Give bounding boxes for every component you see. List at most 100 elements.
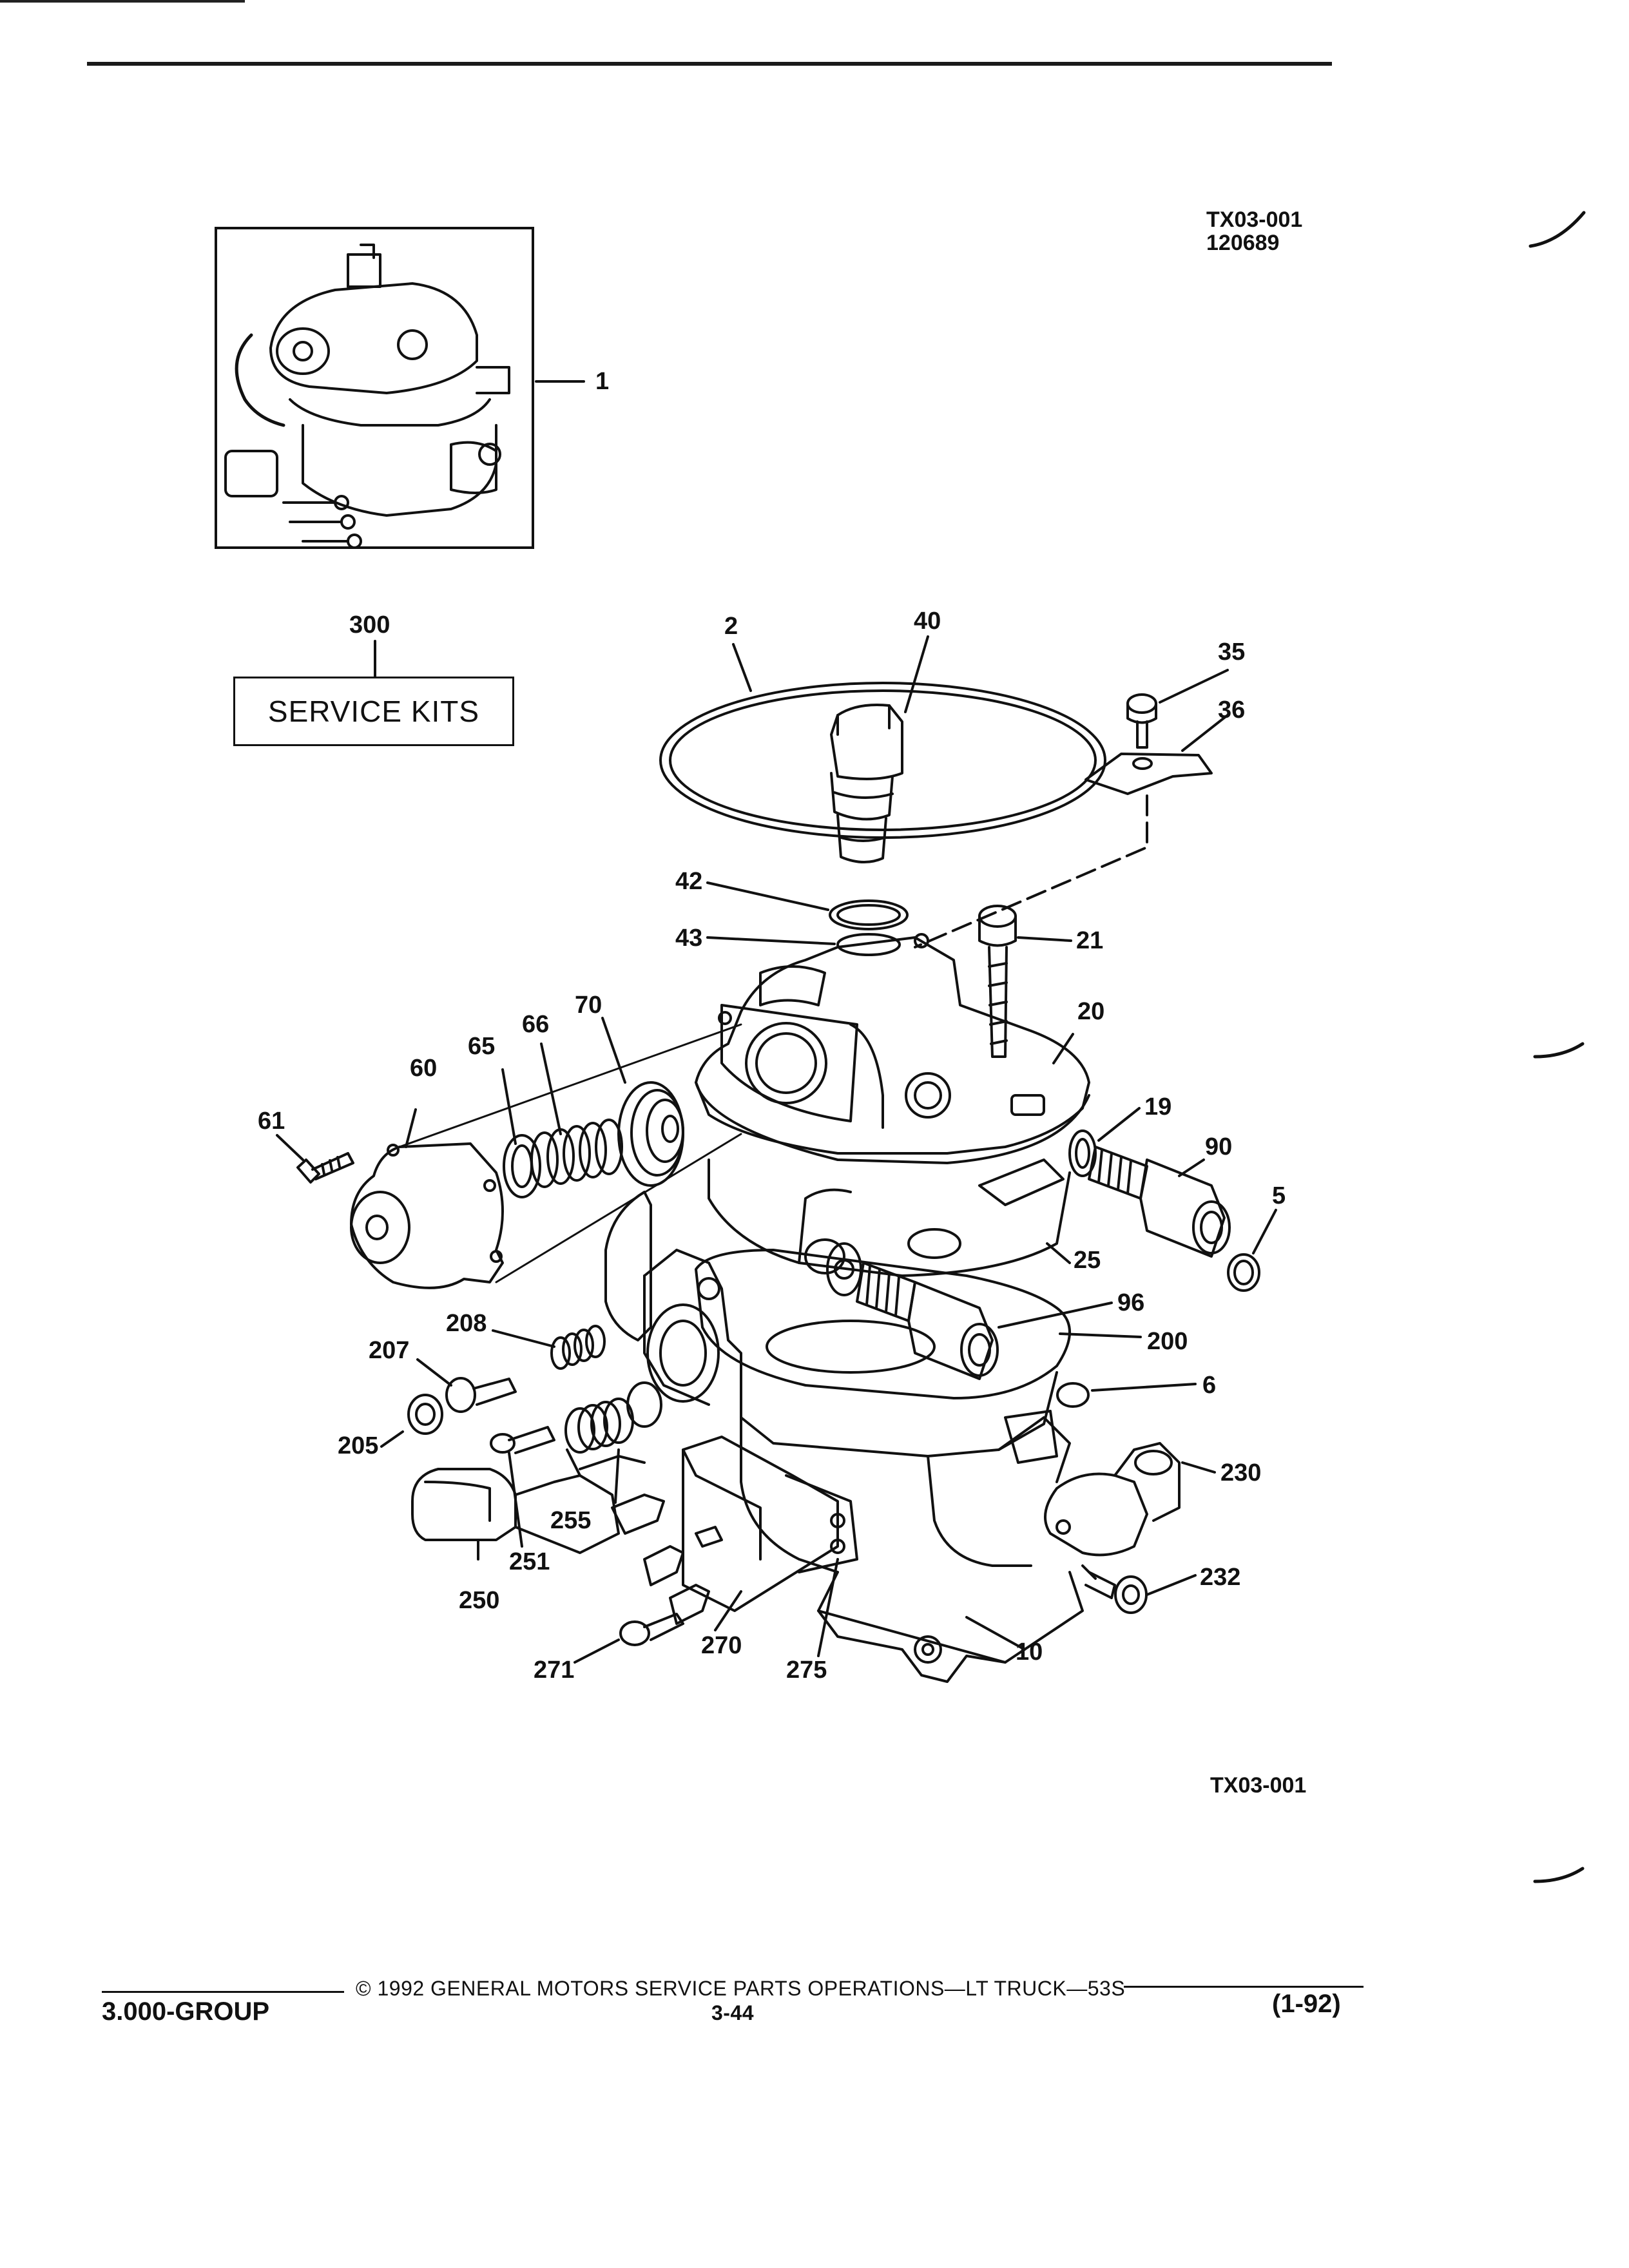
screw-21 — [978, 905, 1017, 1058]
leader-208 — [492, 1329, 555, 1348]
fuel-injector-40 — [830, 704, 903, 864]
callout-10: 10 — [1016, 1639, 1043, 1666]
top-left-edge-rule — [0, 0, 245, 3]
callout-43: 43 — [675, 925, 703, 952]
o-ring-42 — [829, 899, 909, 930]
callout-21: 21 — [1076, 927, 1104, 954]
gasket-200 — [695, 1249, 1071, 1399]
throttle-position-sensor-230 — [1044, 1442, 1181, 1557]
callout-20: 20 — [1077, 998, 1105, 1025]
header-rule — [87, 62, 1332, 66]
leader-230 — [1181, 1461, 1216, 1474]
screw-61 — [296, 1152, 354, 1184]
callout-230: 230 — [1220, 1459, 1262, 1486]
callout-5: 5 — [1272, 1182, 1286, 1209]
leader-96 — [998, 1302, 1113, 1329]
leader-42 — [706, 881, 829, 911]
callout-90: 90 — [1205, 1133, 1233, 1160]
leader-270 — [714, 1590, 742, 1631]
fuel-body-25 — [708, 1158, 1071, 1277]
callout-275: 275 — [786, 1657, 827, 1684]
callout-208: 208 — [446, 1310, 487, 1337]
callout-25: 25 — [1074, 1247, 1101, 1274]
callout-200: 200 — [1147, 1328, 1188, 1355]
callout-6: 6 — [1202, 1372, 1217, 1399]
leader-90 — [1178, 1158, 1205, 1177]
leader-6 — [1091, 1383, 1197, 1392]
regulator-cover-60 — [350, 1142, 504, 1289]
leader-200 — [1059, 1332, 1142, 1338]
callout-271: 271 — [534, 1657, 575, 1684]
callout-205: 205 — [338, 1432, 379, 1459]
inlet-fitting-90 — [1088, 1146, 1231, 1258]
leader-20 — [1052, 1033, 1074, 1064]
leader-21 — [1017, 936, 1072, 942]
thumbnail-assembly-drawing — [224, 244, 510, 549]
callout-35: 35 — [1218, 639, 1246, 666]
leader-19 — [1097, 1107, 1141, 1142]
leader-60 — [405, 1108, 417, 1148]
leader-35 — [1159, 669, 1229, 704]
margin-mark-2 — [1533, 1042, 1585, 1059]
footer-group: 3.000-GROUP — [102, 1997, 270, 2026]
leader-10 — [965, 1616, 1026, 1651]
leader-255 — [614, 1448, 620, 1504]
figure-date: 120689 — [1206, 231, 1280, 255]
iac-valve-250 — [411, 1448, 646, 1554]
leader-271 — [574, 1639, 620, 1664]
service-kits-box: SERVICE KITS — [233, 677, 514, 746]
callout-232: 232 — [1200, 1564, 1241, 1591]
dash-line-36 — [914, 794, 1148, 948]
leader-40 — [904, 635, 929, 713]
service-kits-number: 300 — [349, 611, 390, 639]
figure-code: TX03-001 — [1206, 207, 1303, 232]
screw-232 — [1081, 1564, 1148, 1614]
tube-module-270 — [611, 1436, 839, 1625]
callout-270: 270 — [701, 1632, 742, 1659]
figure-code-bottom: TX03-001 — [1210, 1773, 1307, 1798]
gasket-275 — [785, 1474, 858, 1573]
assembly-line-60b — [495, 1133, 742, 1283]
spring-66 — [530, 1119, 623, 1188]
leader-232 — [1146, 1574, 1197, 1596]
leader-61 — [276, 1134, 304, 1161]
callout-65: 65 — [468, 1033, 496, 1060]
callout-96: 96 — [1117, 1289, 1145, 1316]
throttle-body-10 — [643, 1249, 1084, 1683]
leader-70 — [601, 1017, 626, 1084]
assembly-line-60 — [398, 1023, 742, 1148]
diaphragm-70 — [617, 1081, 684, 1187]
leader-2 — [732, 643, 752, 692]
valve-spring-255 — [564, 1381, 662, 1454]
o-ring-6 — [1056, 1382, 1090, 1408]
screw-207 — [445, 1377, 517, 1413]
callout-19: 19 — [1144, 1093, 1172, 1120]
callout-70: 70 — [575, 992, 602, 1019]
fuel-meter-cover-20 — [695, 933, 1090, 1164]
screw-35 — [1126, 693, 1157, 749]
callout-255: 255 — [550, 1507, 592, 1534]
spring-208 — [550, 1325, 606, 1370]
leader-65 — [501, 1068, 517, 1145]
callout-36: 36 — [1218, 697, 1246, 724]
leader-43 — [706, 936, 836, 945]
callout-42: 42 — [675, 868, 703, 895]
leader-251 — [508, 1452, 523, 1548]
assembly-thumbnail-frame — [215, 227, 534, 549]
footer-copyright: © 1992 GENERAL MOTORS SERVICE PARTS OPER… — [356, 1977, 1126, 2000]
margin-mark-3 — [1533, 1867, 1585, 1883]
leader-5 — [1252, 1209, 1277, 1254]
leader-66 — [540, 1043, 562, 1135]
leader-36 — [1181, 714, 1229, 752]
o-ring-5 — [1227, 1253, 1260, 1292]
callout-40: 40 — [914, 608, 941, 635]
flange-plate — [604, 1191, 652, 1341]
outlet-fitting-96 — [826, 1242, 999, 1380]
callout-250: 250 — [459, 1587, 500, 1614]
callout-61: 61 — [258, 1108, 285, 1135]
margin-mark-1 — [1528, 211, 1586, 248]
callout-66: 66 — [522, 1011, 550, 1038]
leader-207 — [416, 1358, 452, 1387]
